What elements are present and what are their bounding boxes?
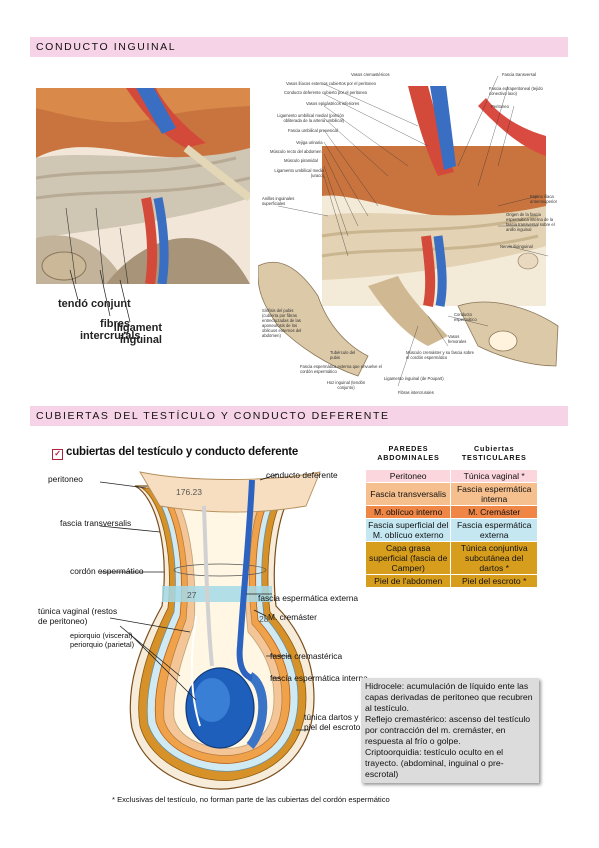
section-title-cubiertas: CUBIERTAS DEL TESTÍCULO Y CONDUCTO DEFER… [30,406,568,426]
inguinal-canal-left-figure [36,88,250,284]
atlas-label-anillos: Anillos inguinales superficiales [262,196,295,206]
label-fascia-cremasterica: fascia cremastérica [270,651,343,661]
section-title-conducto-inguinal: CONDUCTO INGUINAL [30,37,568,57]
footnote: * Exclusivas del testículo, no forman pa… [112,795,390,804]
atlas-label-piramidal: Músculo piramidal [284,158,318,163]
layers-comparison-table: PAREDES ABDOMINALES Cubiertas TESTICULAR… [366,442,538,588]
table-cell-testicular-covering: Túnica vaginal * [450,470,538,483]
figure-heading: ✓cubiertas del testículo y conducto defe… [52,446,299,460]
atlas-label-ligamento-inguinal: Ligamento inguinal (de Poupart) [384,376,444,381]
atlas-label-recto-abdomen: Músculo recto del abdomen [270,149,322,154]
atlas-label-fibras-intercrurales: Fibras intercrurales [398,390,434,395]
table-cell-abdominal-wall: Fascia transversalis [366,482,452,506]
table-row: Fascia superficial del M. oblícuo extern… [366,518,538,542]
atlas-label-vasos-iliacos: Vasos ilíacos externos cubiertos por el … [286,81,377,86]
table-cell-abdominal-wall: Piel de l'abdomen [366,574,452,588]
label-fascia-esp-externa: fascia espermática externa [258,593,359,603]
clinical-notes-box: Hidrocele: acumulación de líquido ente l… [361,678,539,783]
table-row: Capa grasa superficial (fascia de Camper… [366,541,538,575]
checkbox-icon: ✓ [52,449,63,460]
label-conducto-deferente: conducto deferente [266,470,338,480]
atlas-label-conducto-deferente: Conducto deferente cubierto por el perit… [284,90,368,95]
atlas-label-peritoneo: Peritoneo [491,104,509,109]
atlas-label-espina: Espina ilíaca anterosuperior [530,194,558,204]
table-cell-abdominal-wall: Fascia superficial del M. oblícuo extern… [366,518,452,542]
atlas-label-vasos-femorales: Vasos femorales [448,334,467,344]
atlas-label-fascia-transversal: Fascia transversal [502,72,536,77]
note-criptoorquidia: Criptoorquidia: testículo oculto en el t… [365,747,504,779]
table-cell-abdominal-wall: Capa grasa superficial (fascia de Camper… [366,541,452,575]
note-hidrocele: Hidrocele: acumulación de líquido ente l… [365,681,533,713]
note-reflejo-cremasterico: Reflejo cremastérico: ascenso del testíc… [365,714,531,746]
atlas-label-hoz: Hoz inguinal (tendón conjunto) [326,380,366,390]
table-cell-testicular-covering: Piel del escroto * [450,574,538,588]
label-m-cremaster: M. cremáster [268,612,317,622]
atlas-label-vejiga: Vejiga urinaria [296,140,323,145]
label-epiorquio: epiorquio (visceral) [70,631,133,640]
atlas-label-sinfisis: Sínfisis del pubis (cubierta por fibras … [262,308,302,338]
atlas-label-fascia-esp-ext: Fascia espermática externa que envuelve … [300,364,382,374]
atlas-label-fascia-umbilical: Fascia umbilical prevesical [288,128,338,133]
table-cell-testicular-covering: Fascia espermática interna [450,482,538,506]
figure-number-label: 27 [187,590,197,600]
table-cell-testicular-covering: Túnica conjuntiva subcutánea del dartos … [450,541,538,575]
inguinal-canal-right-figure [258,75,559,387]
atlas-label-fascia-extraperitoneal: Fascia extraperitoneal (tejido conectivo… [489,86,543,96]
atlas-label-uraco: Ligamento umbilical medio (uraco) [274,168,324,178]
figure-number-label: 28 [259,614,269,624]
label-leader-lines [69,269,131,323]
testis-coverings-diagram [100,471,321,790]
label-peritoneo: peritoneo [48,474,83,484]
atlas-label-nervio: Nervio ilioinguinal [500,244,533,249]
label-tendo-conjunt: tendó conjunt [58,298,131,310]
table-cell-testicular-covering: M. Cremáster [450,505,538,519]
label-tunica-vaginal: túnica vaginal (restos de peritoneo) [38,606,118,626]
table-cell-testicular-covering: Fascia espermática externa [450,518,538,542]
atlas-label-vasos-cremastericos: Vasos cremastéricos [351,72,390,77]
figure-number-label: 176.23 [176,487,202,497]
atlas-label-tuberculo: Tubérculo del pubis [330,350,356,360]
figure-heading-text: cubiertas del testículo y conducto defer… [66,446,299,458]
label-periorquio: periorquio (parietal) [70,640,135,649]
atlas-label-origen-fascia: Origen de la fascia espermática interna … [506,212,555,232]
label-fibres-intercrurals: fibres intercrurals [80,318,141,342]
table-cell-abdominal-wall: M. oblícuo interno [366,505,452,519]
label-fascia-transversalis: fascia transversalis [60,518,132,528]
table-cell-abdominal-wall: Peritoneo [366,470,452,483]
table-header-paredes: PAREDES ABDOMINALES [377,444,440,462]
atlas-label-cremaster: Músculo cremáster y su fascia sobre el c… [406,350,474,360]
label-cordon-espermatico: cordón espermático [70,566,144,576]
atlas-label-vasos-epigastricos: Vasos epigástricos inferiores [306,101,360,106]
table-header-cubiertas: Cubiertas TESTICULARES [461,444,527,462]
label-fascia-esp-interna: fascia espermática interna [270,673,368,683]
label-lligament-inguinal: lligament inguinal [113,322,162,346]
atlas-label-ligamento-umbilical-medial: Ligamento umbilical medial (porción obli… [277,113,344,123]
label-tunica-dartos: túnica dartos y piel del escroto [304,712,361,732]
atlas-label-conducto-esp: Conducto espermático [454,312,477,322]
